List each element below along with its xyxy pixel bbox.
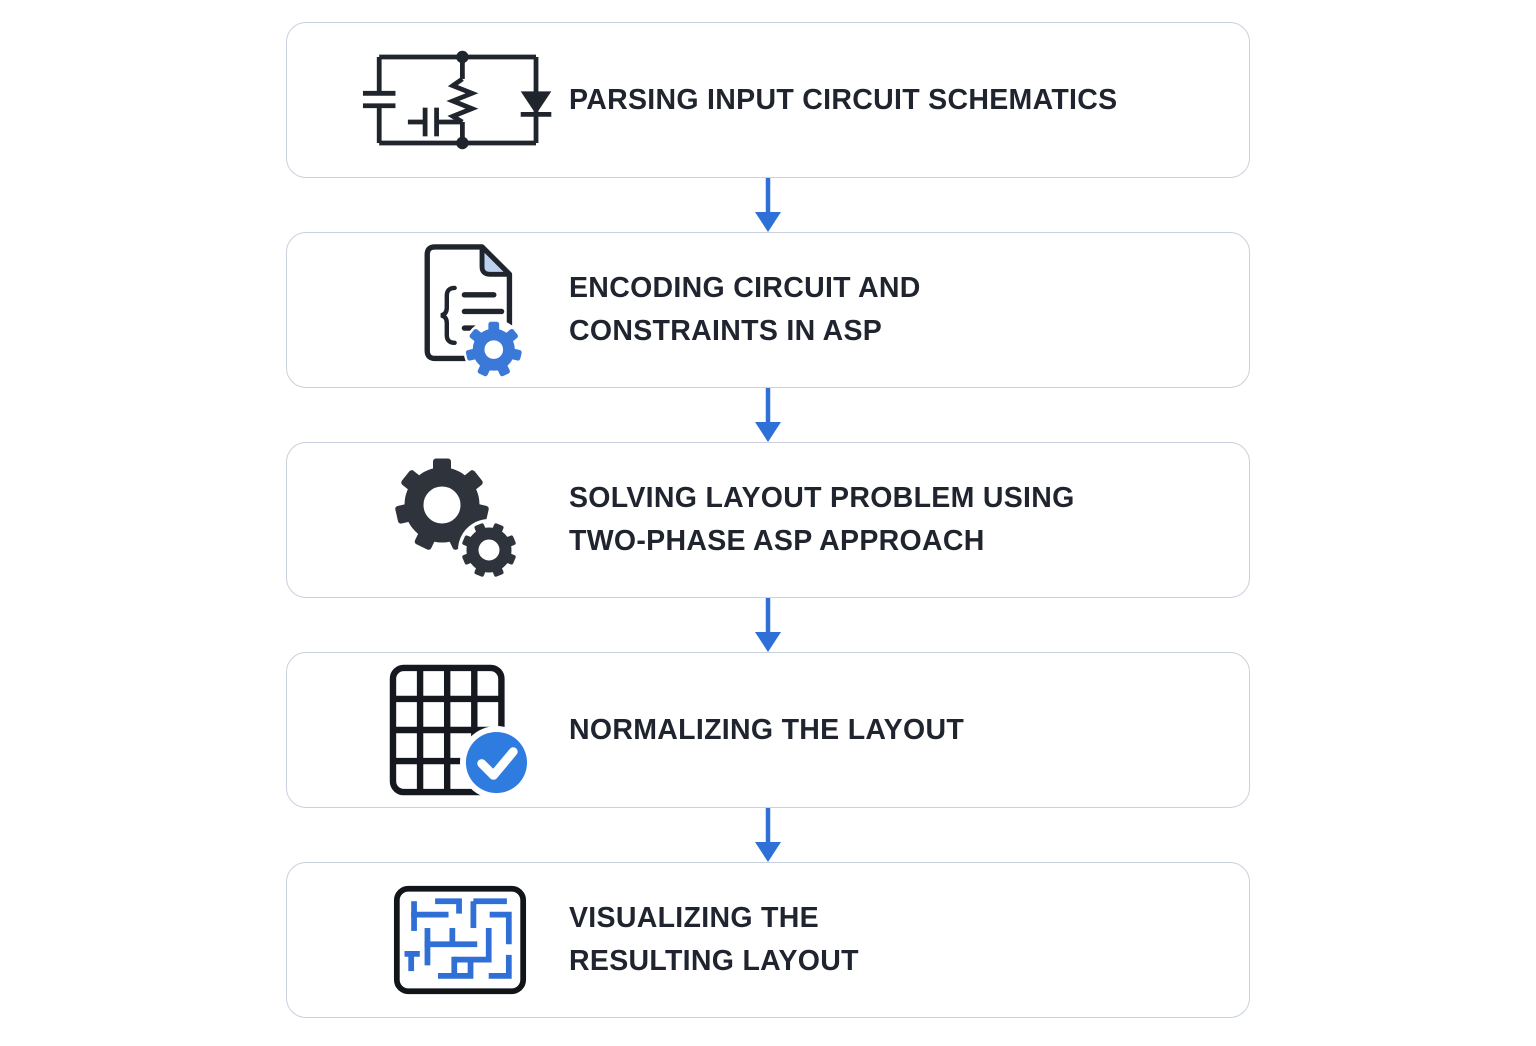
- gear-blue: [465, 321, 522, 377]
- step-icon-column: [351, 884, 569, 996]
- step-label-line: RESULTING LAYOUT: [569, 945, 859, 977]
- big-gear: [395, 458, 489, 550]
- step-label: ENCODING CIRCUIT AND CONSTRAINTS IN ASP: [569, 267, 921, 353]
- two-gears-icon: [395, 458, 520, 581]
- step-label-line: CONSTRAINTS IN ASP: [569, 315, 883, 347]
- step-label: PARSING INPUT CIRCUIT SCHEMATICS: [569, 79, 1117, 122]
- step-box-encoding: ENCODING CIRCUIT AND CONSTRAINTS IN ASP: [286, 232, 1250, 388]
- grid-checkmark-icon: [389, 664, 533, 799]
- step-label-line: TWO-PHASE ASP APPROACH: [569, 525, 985, 557]
- step-label: NORMALIZING THE LAYOUT: [569, 709, 964, 752]
- maze-layout-icon: [393, 885, 527, 995]
- flow-connector: [286, 178, 1250, 232]
- step-box-parsing: PARSING INPUT CIRCUIT SCHEMATICS: [286, 22, 1250, 178]
- arrow-down-icon: [755, 388, 781, 442]
- flowchart: PARSING INPUT CIRCUIT SCHEMATICS: [286, 22, 1250, 1018]
- flow-connector: [286, 388, 1250, 442]
- flow-connector: [286, 808, 1250, 862]
- step-box-normalizing: NORMALIZING THE LAYOUT: [286, 652, 1250, 808]
- step-icon-column: [351, 455, 569, 585]
- code-document-gear-icon: [424, 244, 524, 380]
- step-icon-column: [351, 239, 569, 381]
- checkmark: [477, 747, 518, 780]
- arrow-down-icon: [755, 178, 781, 232]
- small-gear: [462, 523, 516, 577]
- arrow-down-icon: [755, 598, 781, 652]
- step-label-line: PARSING INPUT CIRCUIT SCHEMATICS: [569, 83, 1118, 116]
- step-label-line: VISUALIZING THE: [569, 902, 819, 934]
- step-box-visualizing: VISUALIZING THE RESULTING LAYOUT: [286, 862, 1250, 1018]
- circuit-schematic-icon: [362, 50, 552, 150]
- step-label-line: NORMALIZING THE LAYOUT: [569, 713, 965, 746]
- step-label-line: ENCODING CIRCUIT AND: [569, 272, 921, 304]
- check-circle: [465, 731, 528, 794]
- arrow-down-icon: [755, 808, 781, 862]
- step-label: SOLVING LAYOUT PROBLEM USING TWO-PHASE A…: [569, 477, 1075, 563]
- flow-connector: [286, 598, 1250, 652]
- step-label: VISUALIZING THE RESULTING LAYOUT: [569, 897, 859, 983]
- step-label-line: SOLVING LAYOUT PROBLEM USING: [569, 482, 1075, 514]
- step-icon-column: [351, 47, 569, 153]
- step-box-solving: SOLVING LAYOUT PROBLEM USING TWO-PHASE A…: [286, 442, 1250, 598]
- step-icon-column: [351, 661, 569, 799]
